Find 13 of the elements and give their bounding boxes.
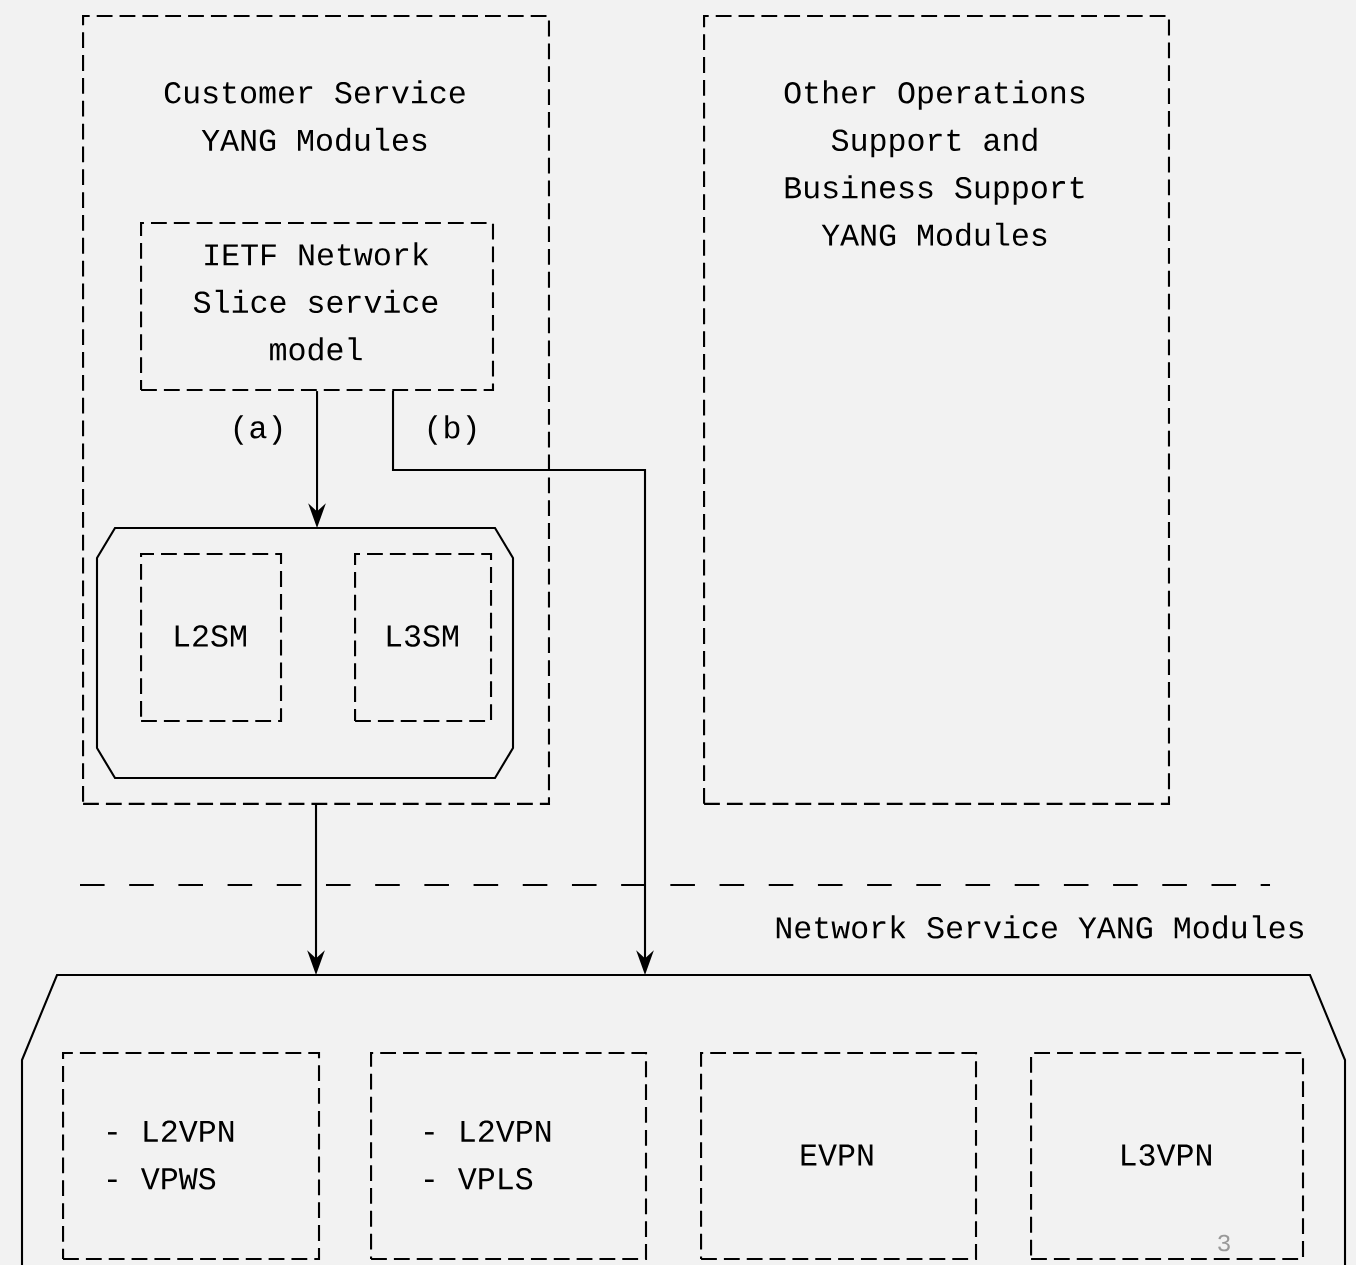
module-box: Other Operations Support and Business Support YANG Modules xyxy=(703,15,1171,805)
module-group-bracket xyxy=(20,973,1347,1265)
page-number: 3 xyxy=(1218,1234,1230,1252)
edge-label: (a) xyxy=(226,411,290,449)
section-label: Network Service YANG Modules xyxy=(776,915,1303,939)
module-box: EVPN xyxy=(700,1052,978,1261)
module-box: L2SM xyxy=(140,553,283,723)
edge-label: (b) xyxy=(420,411,484,449)
module-box: IETF Network Slice service model xyxy=(140,222,495,392)
module-group-bracket xyxy=(95,526,515,780)
module-box: - L2VPN - VPLS xyxy=(370,1052,648,1261)
module-box: L3SM xyxy=(354,553,493,723)
module-box: - L2VPN - VPWS xyxy=(62,1052,321,1261)
